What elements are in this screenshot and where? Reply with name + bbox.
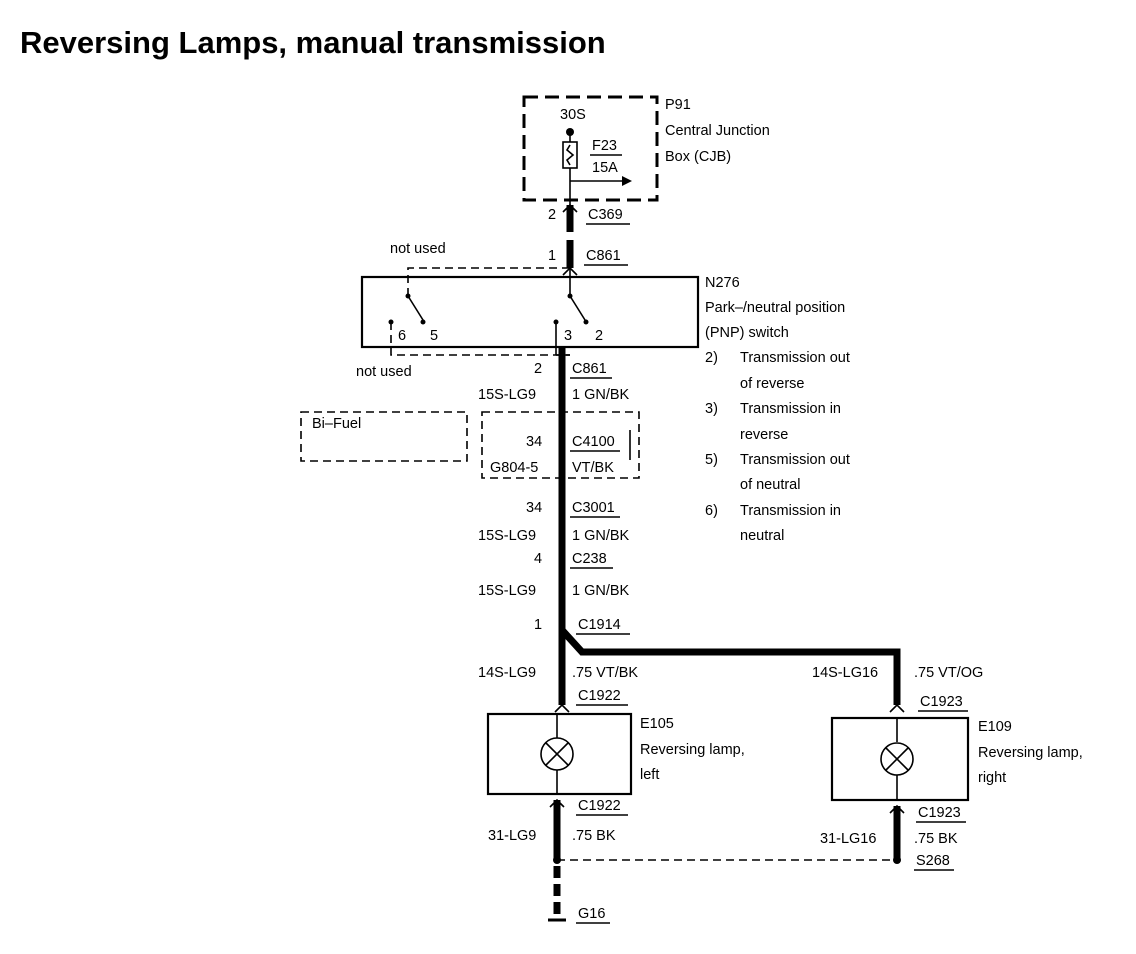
connector-c1923-bottom: C1923 (918, 805, 961, 821)
svg-text:6): 6) (705, 503, 718, 519)
lamp-left-box (486, 712, 633, 796)
svg-text:neutral: neutral (740, 528, 784, 544)
svg-text:4: 4 (534, 551, 542, 567)
bifuel-box (300, 411, 468, 462)
svg-text:Transmission in: Transmission in (740, 401, 841, 417)
svg-text:.75 VT/OG: .75 VT/OG (914, 665, 983, 681)
svg-text:34: 34 (526, 500, 542, 516)
svg-text:5: 5 (430, 328, 438, 344)
not-used-bottom: not used (356, 364, 412, 380)
c4100-box (481, 411, 640, 479)
right-branch-wire (559, 627, 901, 705)
pnp-switch-box (360, 275, 700, 349)
svg-text:1: 1 (548, 248, 556, 264)
cjb-box (522, 95, 659, 202)
svg-text:Transmission out: Transmission out (740, 452, 850, 468)
svg-text:.75 BK: .75 BK (914, 831, 958, 847)
arrow-right-icon (622, 176, 632, 186)
connector-c861-bottom: C861 (572, 361, 607, 377)
svg-text:34: 34 (526, 434, 542, 450)
switch-state-legend: 2) Transmission out of reverse 3) Transm… (705, 350, 850, 544)
lamp-right-id: E109 (978, 719, 1012, 735)
cjb-name-1: Central Junction (665, 123, 770, 139)
svg-text:G804-5: G804-5 (490, 460, 538, 476)
svg-text:Transmission in: Transmission in (740, 503, 841, 519)
svg-text:14S-LG9: 14S-LG9 (478, 665, 536, 681)
page-title: Reversing Lamps, manual transmission (20, 25, 606, 60)
svg-text:of reverse: of reverse (740, 376, 804, 392)
svg-text:VT/BK: VT/BK (572, 460, 614, 476)
connector-c4100: C4100 (572, 434, 615, 450)
svg-text:6: 6 (398, 328, 406, 344)
connector-c861-top: C861 (586, 248, 621, 264)
connector-c1914: C1914 (578, 617, 621, 633)
not-used-top: not used (390, 241, 446, 257)
svg-text:2: 2 (548, 207, 556, 223)
lamp-left-name-2: left (640, 767, 659, 783)
svg-text:5): 5) (705, 452, 718, 468)
svg-text:3: 3 (564, 328, 572, 344)
connector-c1923-top: C1923 (920, 694, 963, 710)
switch-name-1: Park–/neutral position (705, 300, 845, 316)
switch-id: N276 (705, 275, 740, 291)
connector-c1922-bottom: C1922 (578, 798, 621, 814)
lamp-right-box (830, 716, 970, 802)
svg-text:1 GN/BK: 1 GN/BK (572, 583, 630, 599)
connector-c1922-top: C1922 (578, 688, 621, 704)
switch-name-2: (PNP) switch (705, 325, 789, 341)
connector-chevron-icon (562, 203, 578, 213)
svg-text:reverse: reverse (740, 427, 788, 443)
fuse-icon (562, 141, 578, 169)
fuse-id: F23 (592, 138, 617, 154)
svg-text:1 GN/BK: 1 GN/BK (572, 528, 630, 544)
cjb-name-2: Box (CJB) (665, 149, 731, 165)
svg-text:.75 BK: .75 BK (572, 828, 616, 844)
ground-g16: G16 (578, 906, 605, 922)
fuse-rating: 15A (592, 160, 618, 176)
svg-text:15S-LG9: 15S-LG9 (478, 583, 536, 599)
svg-text:.75 VT/BK: .75 VT/BK (572, 665, 638, 681)
svg-text:15S-LG9: 15S-LG9 (478, 528, 536, 544)
lamp-left-name-1: Reversing lamp, (640, 742, 745, 758)
connector-c3001: C3001 (572, 500, 615, 516)
bifuel-label: Bi–Fuel (312, 416, 361, 432)
lamp-right-name-1: Reversing lamp, (978, 745, 1083, 761)
svg-text:31-LG9: 31-LG9 (488, 828, 536, 844)
switch-contact-right-icon (553, 268, 589, 325)
svg-text:31-LG16: 31-LG16 (820, 831, 876, 847)
connector-c238: C238 (572, 551, 607, 567)
svg-text:3): 3) (705, 401, 718, 417)
lamp-right-icon (880, 742, 914, 776)
connector-c369: C369 (588, 207, 623, 223)
svg-text:1: 1 (534, 617, 542, 633)
svg-text:Transmission out: Transmission out (740, 350, 850, 366)
svg-text:2: 2 (595, 328, 603, 344)
switch-contact-left-icon (388, 293, 426, 325)
svg-text:2: 2 (534, 361, 542, 377)
cjb-id: P91 (665, 97, 691, 113)
svg-text:1 GN/BK: 1 GN/BK (572, 387, 630, 403)
lamp-left-id: E105 (640, 716, 674, 732)
cjb-terminal: 30S (560, 107, 586, 123)
lamp-right-name-2: right (978, 770, 1006, 786)
splice-s268: S268 (916, 853, 950, 869)
svg-text:15S-LG9: 15S-LG9 (478, 387, 536, 403)
svg-text:2): 2) (705, 350, 718, 366)
lamp-left-icon (540, 737, 574, 771)
svg-text:14S-LG16: 14S-LG16 (812, 665, 878, 681)
svg-text:of neutral: of neutral (740, 477, 800, 493)
